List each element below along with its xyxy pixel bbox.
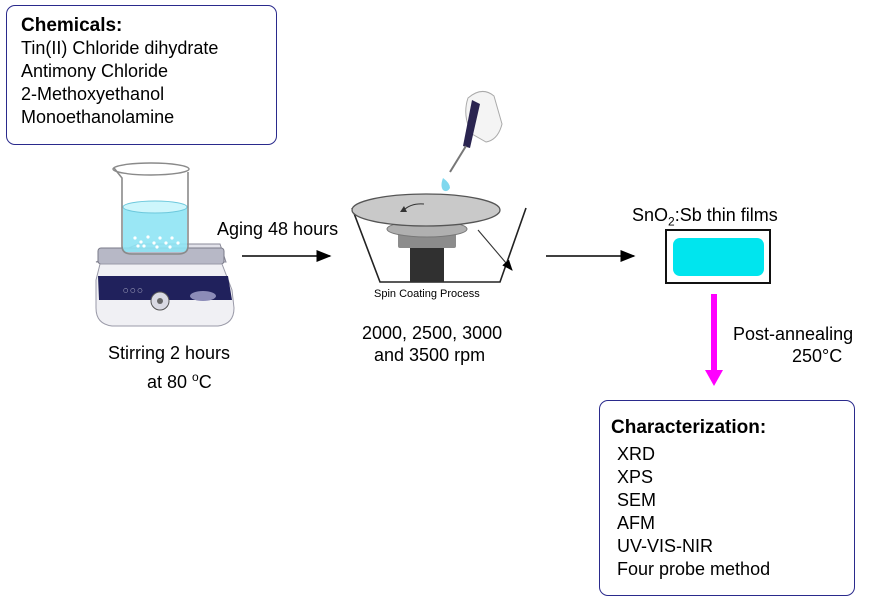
annealing-label-line1: Post-annealing	[733, 324, 854, 344]
stirring-line1: Stirring 2 hours	[108, 343, 231, 363]
chemical-item: Tin(II) Chloride dihydrate	[21, 38, 219, 58]
characterization-item: AFM	[617, 513, 655, 533]
characterization-item: Four probe method	[617, 559, 771, 579]
characterization-item: UV-VIS-NIR	[617, 536, 714, 556]
hot-plate-stirrer-icon: ○ ○ ○	[95, 243, 235, 327]
chemical-item: Monoethanolamine	[21, 107, 175, 127]
spin-caption: Spin Coating Process	[374, 288, 480, 300]
thin-film-icon	[665, 229, 771, 284]
characterization-box: Characterization: XRD XPS SEM AFM UV-VIS…	[599, 400, 855, 596]
chemicals-box: Chemicals: Tin(II) Chloride dihydrate An…	[6, 5, 277, 145]
annealing-arrow	[705, 294, 723, 386]
films-label: SnO2:Sb thin films	[632, 205, 778, 229]
aging-label: Aging 48 hours	[217, 219, 339, 239]
spin-speeds-line1: 2000, 2500, 3000	[362, 323, 503, 343]
characterization-item: XRD	[617, 444, 656, 464]
pipette-hand-icon	[441, 91, 503, 192]
characterization-item: SEM	[617, 490, 657, 510]
spin-coater-icon	[351, 193, 527, 283]
stirring-line2: at 80 oC	[147, 370, 212, 392]
beaker-icon	[112, 162, 190, 255]
characterization-item: XPS	[617, 467, 654, 487]
chemical-item: Antimony Chloride	[21, 61, 169, 81]
chemicals-title: Chemicals:	[21, 15, 123, 36]
characterization-title: Characterization:	[611, 417, 767, 438]
spin-speeds-line2: and 3500 rpm	[374, 345, 486, 365]
svg-text:○ ○ ○: ○ ○ ○	[123, 287, 143, 294]
chemical-item: 2-Methoxyethanol	[21, 84, 165, 104]
annealing-label-line2: 250°C	[792, 346, 843, 366]
